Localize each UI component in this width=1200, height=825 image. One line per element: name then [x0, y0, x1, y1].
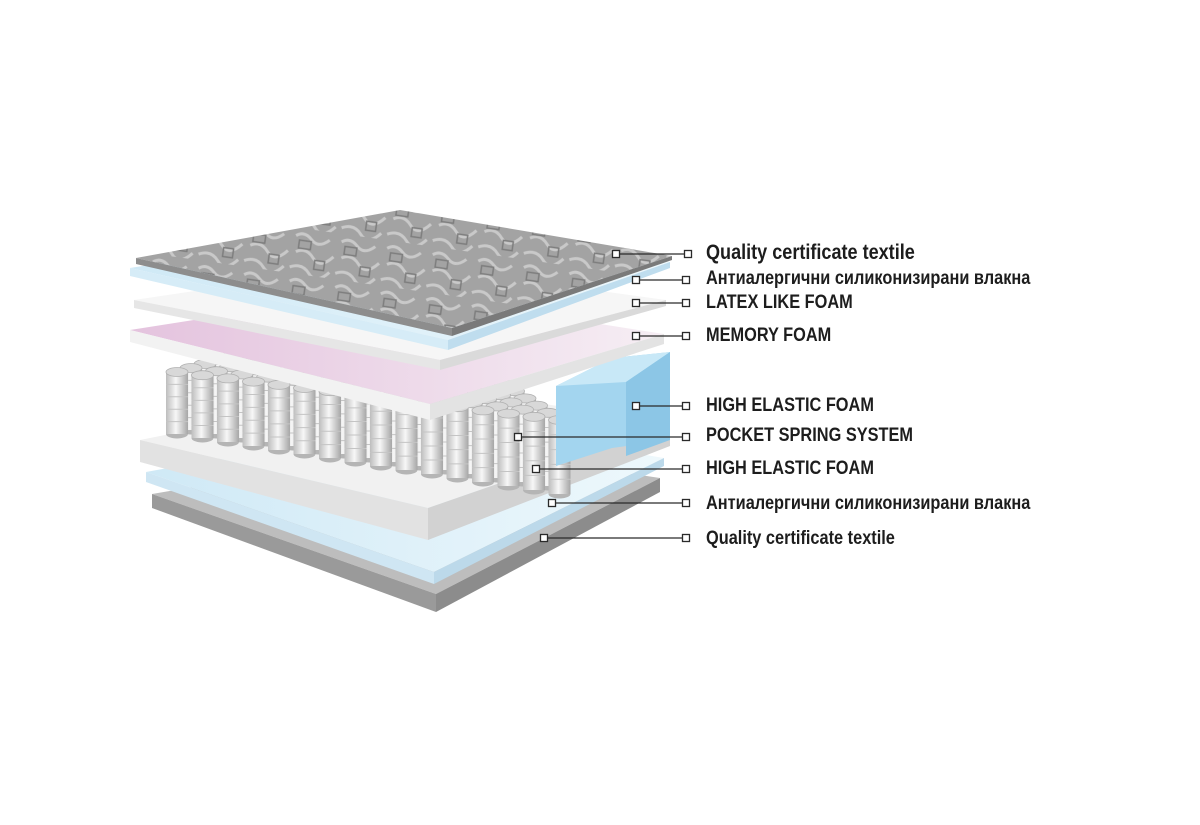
leader-line [631, 275, 691, 285]
leader-line [631, 401, 691, 411]
spring-coil [267, 379, 291, 455]
leader-line [547, 498, 691, 508]
label-top-fiber: Антиалергични силиконизирани влакна [706, 268, 1031, 289]
leader-line [611, 249, 693, 259]
leader-line [631, 331, 691, 341]
spring-coil [165, 367, 189, 439]
label-pocket-spring-system: POCKET SPRING SYSTEM [706, 425, 914, 446]
top-textile-layer [136, 210, 672, 336]
leader-lines [513, 249, 693, 543]
label-latex-foam: LATEX LIKE FOAM [706, 292, 853, 313]
label-memory-foam: MEMORY FOAM [706, 325, 832, 346]
spring-coil [318, 386, 342, 463]
spring-coil [522, 411, 546, 495]
spring-coil [216, 373, 240, 447]
label-high-elastic-foam-block: HIGH ELASTIC FOAM [706, 395, 874, 416]
leader-line [539, 533, 691, 543]
spring-coil [191, 370, 214, 443]
spring-coil [293, 383, 316, 459]
spring-coil [497, 408, 520, 491]
spring-coil [471, 405, 495, 487]
label-bottom-fiber: Антиалергични силиконизирани влакна [706, 493, 1031, 514]
label-high-elastic-foam-bottom: HIGH ELASTIC FOAM [706, 458, 874, 479]
spring-coil [446, 402, 469, 483]
label-top-textile: Quality certificate textile [706, 241, 915, 264]
leader-line [513, 432, 691, 442]
spring-coil [242, 376, 265, 451]
leader-line [531, 464, 691, 474]
leader-line [631, 298, 691, 308]
label-bottom-textile: Quality certificate textile [706, 528, 895, 549]
